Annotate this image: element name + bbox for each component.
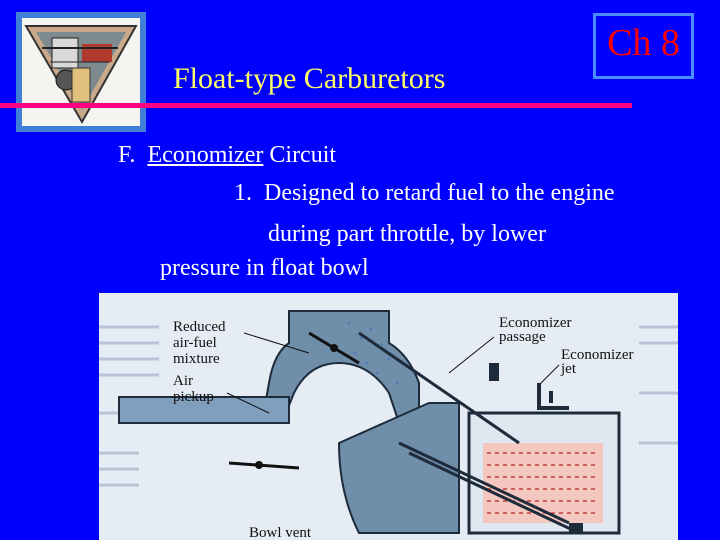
chapter-label: Ch 8 [607,22,680,64]
section-marker: F. [118,142,136,168]
logo-frame [16,12,146,132]
label-bowl-vent: Bowl vent [249,525,312,540]
label-economizer: Economizer [499,315,571,331]
section-heading-underlined: Economizer [147,142,264,168]
item-line-1: 1. Designed to retard fuel to the engine [234,180,615,207]
slide-title: Float-type Carburetors [173,62,446,95]
section-heading: F. Economizer Circuit [118,142,336,169]
label-mixture: mixture [173,351,220,367]
label-jet: jet [560,361,577,377]
section-heading-rest: Circuit [263,142,337,168]
label-air: Air [173,373,193,389]
item-line-3: pressure in float bowl [160,255,369,281]
chapter-box: Ch 8 [593,13,694,79]
title-divider [0,103,632,108]
item-line-2: during part throttle, by lower [268,221,546,247]
label-pickup: pickup [173,389,214,405]
item-number: 1. [234,180,252,206]
carburetor-logo-image [22,18,140,126]
label-reduced: Reduced [173,319,226,335]
label-passage: passage [499,329,546,345]
label-economizer-jet-1: Economizer [561,347,633,363]
item-text-1: Designed to retard fuel to the engine [264,180,615,206]
label-air-fuel: air-fuel [173,335,217,351]
economizer-diagram: Reduced air-fuel mixture Air pickup Econ… [99,293,678,540]
